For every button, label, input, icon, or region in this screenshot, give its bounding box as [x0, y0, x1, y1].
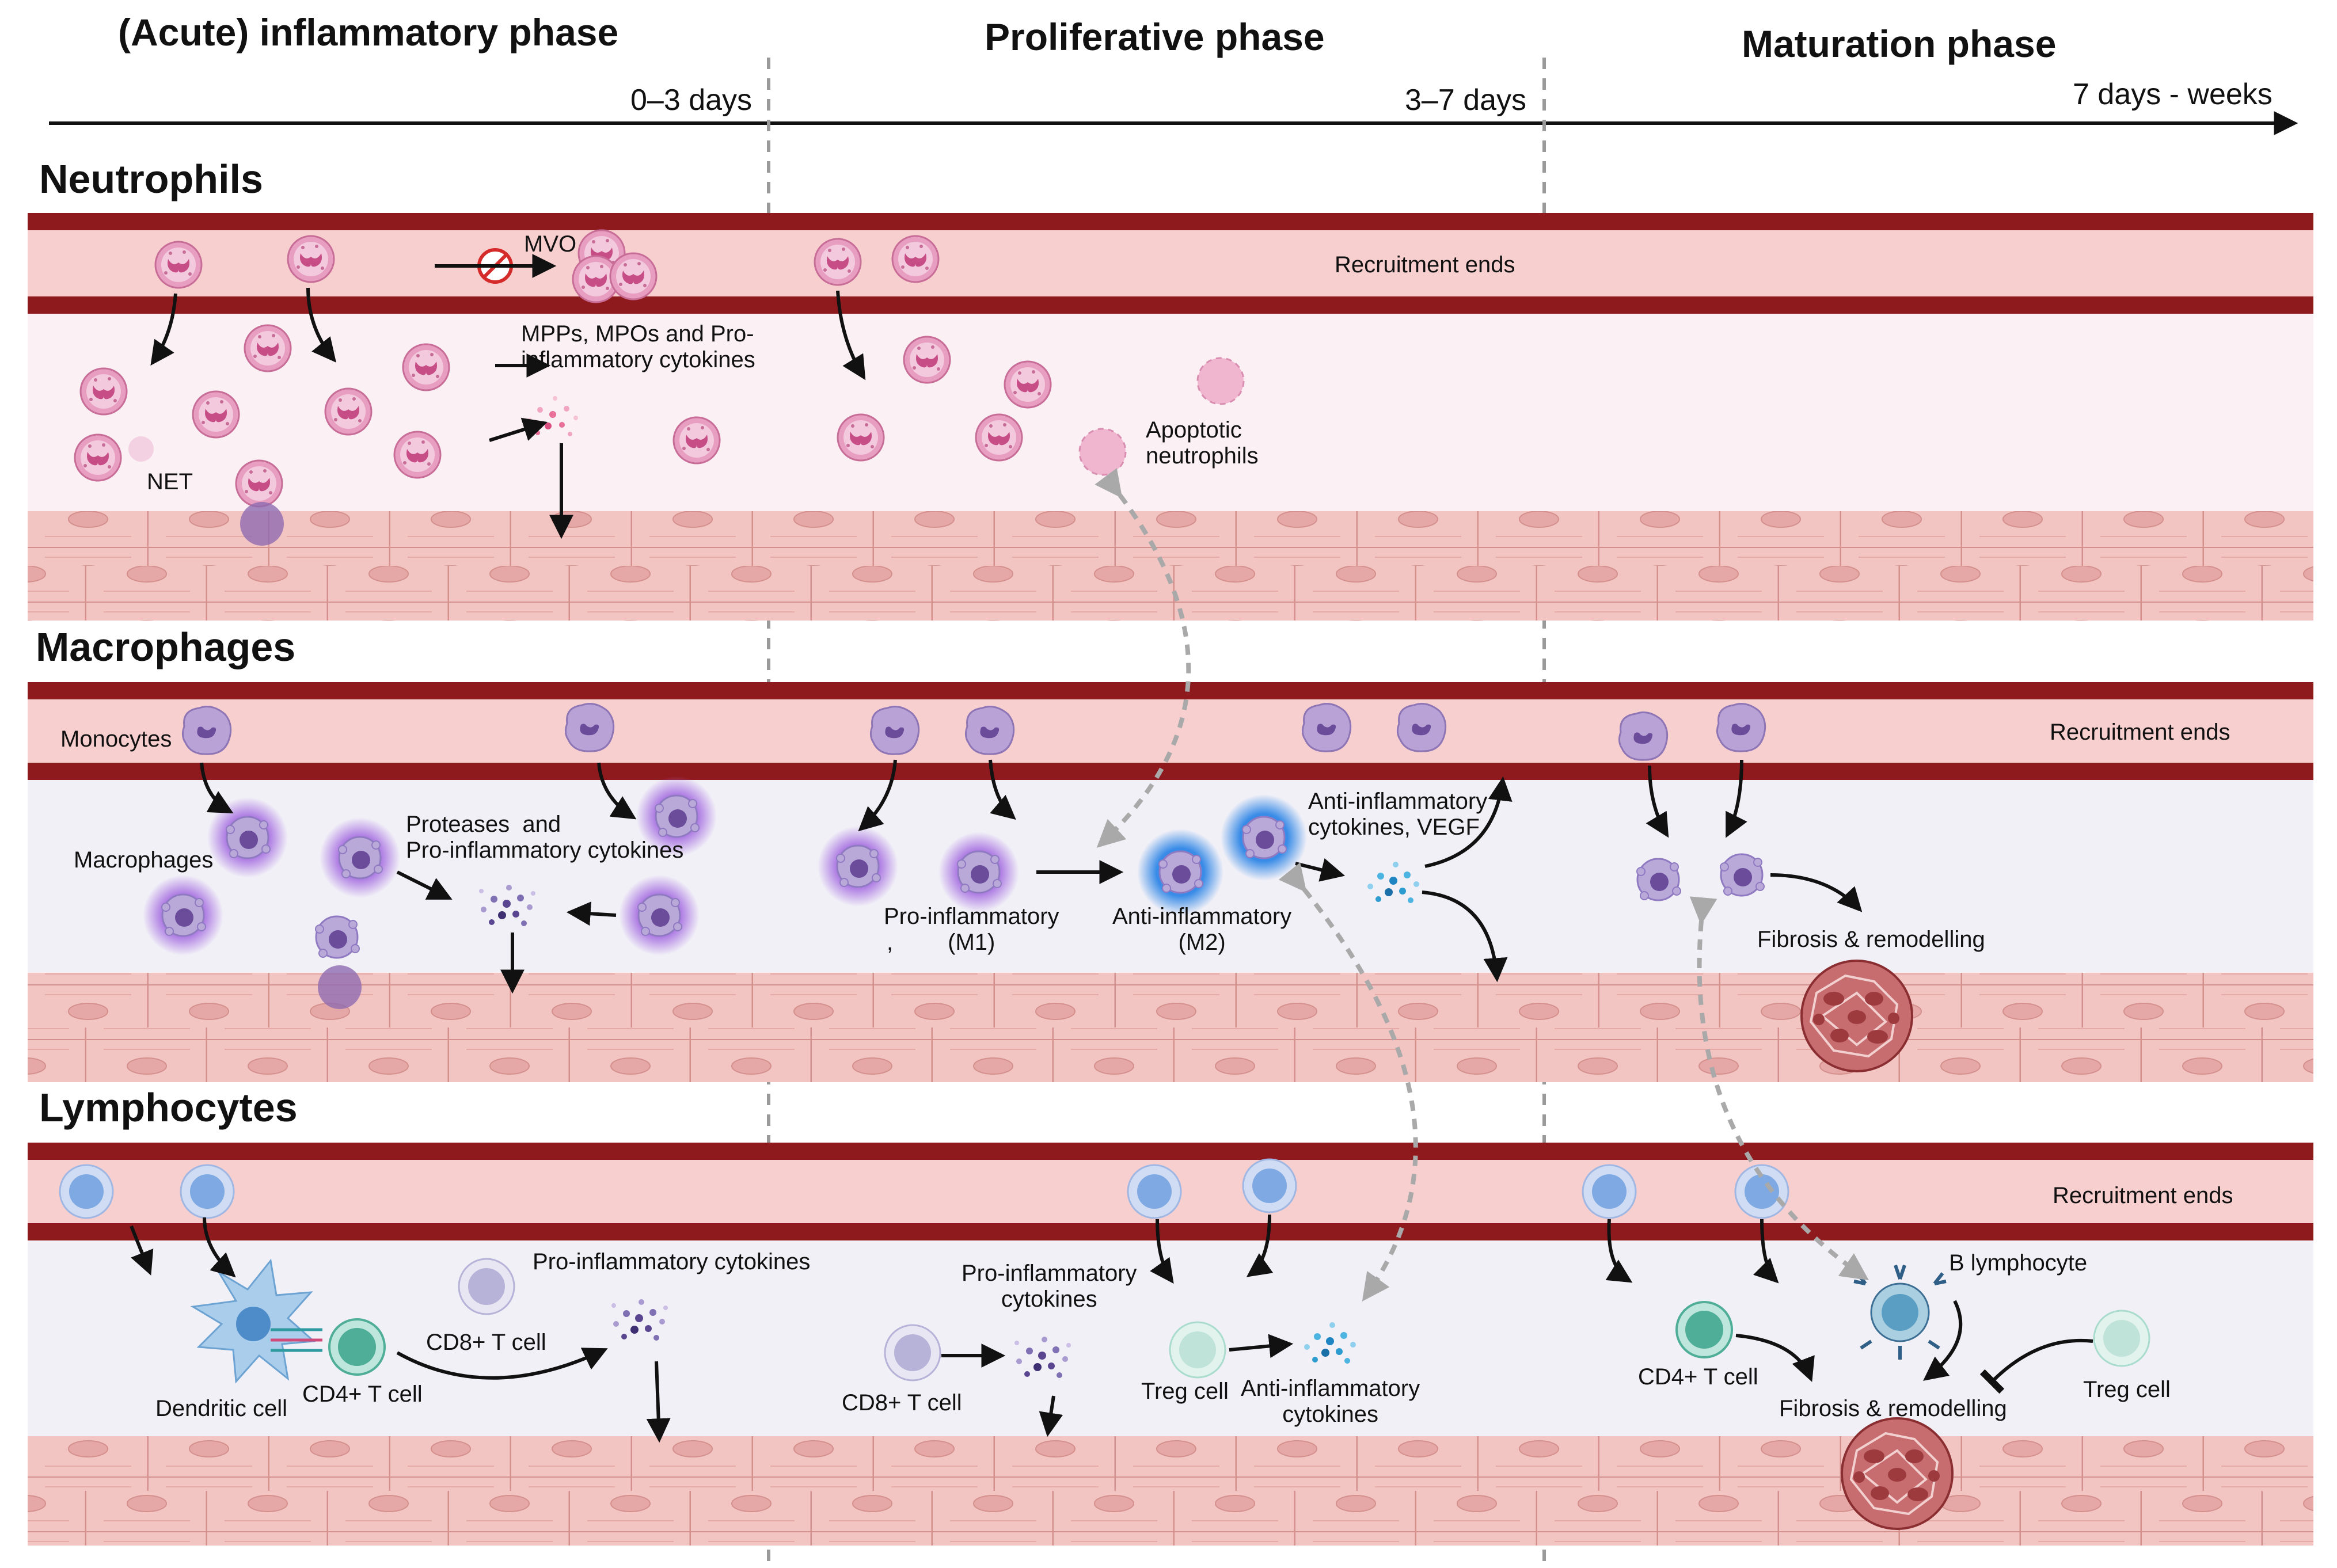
label-dendritic-cell: Dendritic cell — [155, 1396, 287, 1421]
label-macrophages: Macrophages — [74, 847, 214, 873]
label-cd8-2: CD8+ T cell — [842, 1390, 962, 1415]
label-recruitment-ends-lymphocytes: Recruitment ends — [2053, 1183, 2233, 1208]
time-label-7-weeks: 7 days - weeks — [2073, 78, 2273, 111]
label-anti-cytokines: Anti-inflammatory cytokines — [1241, 1376, 1420, 1427]
neutrophils-panel — [28, 213, 2313, 621]
b-cell-icon — [1853, 1265, 1947, 1360]
label-m1-mark: , — [887, 930, 894, 955]
time-label-0-3: 0–3 days — [630, 83, 753, 117]
dashed-arrows — [1095, 467, 1869, 1301]
macrophages — [143, 776, 1913, 1072]
arrows — [130, 254, 1963, 1443]
label-monocytes: Monocytes — [60, 726, 172, 752]
label-pro-cytokines-2: Pro-inflammatory cytokines — [962, 1261, 1137, 1312]
section-title-neutrophils: Neutrophils — [39, 157, 263, 201]
section-title-macrophages: Macrophages — [36, 625, 296, 669]
label-recruitment-ends-neutrophils: Recruitment ends — [1335, 252, 1515, 277]
label-anti-cytokines-vegf: Anti-inflammatory cytokines, VEGF — [1308, 789, 1488, 840]
label-cd8-1: CD8+ T cell — [426, 1330, 546, 1355]
label-apoptotic-neutrophils: Apoptotic neutrophils — [1146, 417, 1259, 469]
label-cd4-1: CD4+ T cell — [302, 1381, 423, 1407]
label-treg-1: Treg cell — [1141, 1379, 1229, 1404]
label-fibrosis-macrophages: Fibrosis & remodelling — [1757, 927, 1985, 952]
phase-title-proliferative: Proliferative phase — [985, 16, 1325, 58]
section-title-lymphocytes: Lymphocytes — [39, 1085, 298, 1130]
label-m2: Anti-inflammatory (M2) — [1112, 904, 1292, 955]
label-recruitment-ends-macrophages: Recruitment ends — [2050, 720, 2230, 745]
label-net: NET — [147, 469, 193, 494]
phase-title-acute: (Acute) inflammatory phase — [118, 11, 619, 54]
label-fibrosis-lymphocytes: Fibrosis & remodelling — [1779, 1396, 2007, 1421]
neutrophils — [74, 229, 1245, 546]
label-cd4-2: CD4+ T cell — [1638, 1364, 1758, 1390]
dendritic-cell-icon — [190, 1258, 322, 1384]
phase-title-maturation: Maturation phase — [1742, 22, 2057, 65]
label-mpps-mpos: MPPs, MPOs and Pro- inflammatory cytokin… — [521, 321, 755, 372]
label-mvo: MVO — [524, 231, 577, 257]
time-label-3-7: 3–7 days — [1405, 83, 1527, 117]
label-b-lymphocyte: B lymphocyte — [1949, 1250, 2088, 1276]
label-treg-2: Treg cell — [2083, 1377, 2171, 1402]
inhibit-arrow — [1979, 1338, 2093, 1394]
label-pro-cytokines-1: Pro-inflammatory cytokines — [533, 1249, 811, 1274]
label-m1: Pro-inflammatory (M1) — [884, 904, 1059, 955]
label-proteases: Proteases and Pro-inflammatory cytokines — [406, 812, 684, 863]
